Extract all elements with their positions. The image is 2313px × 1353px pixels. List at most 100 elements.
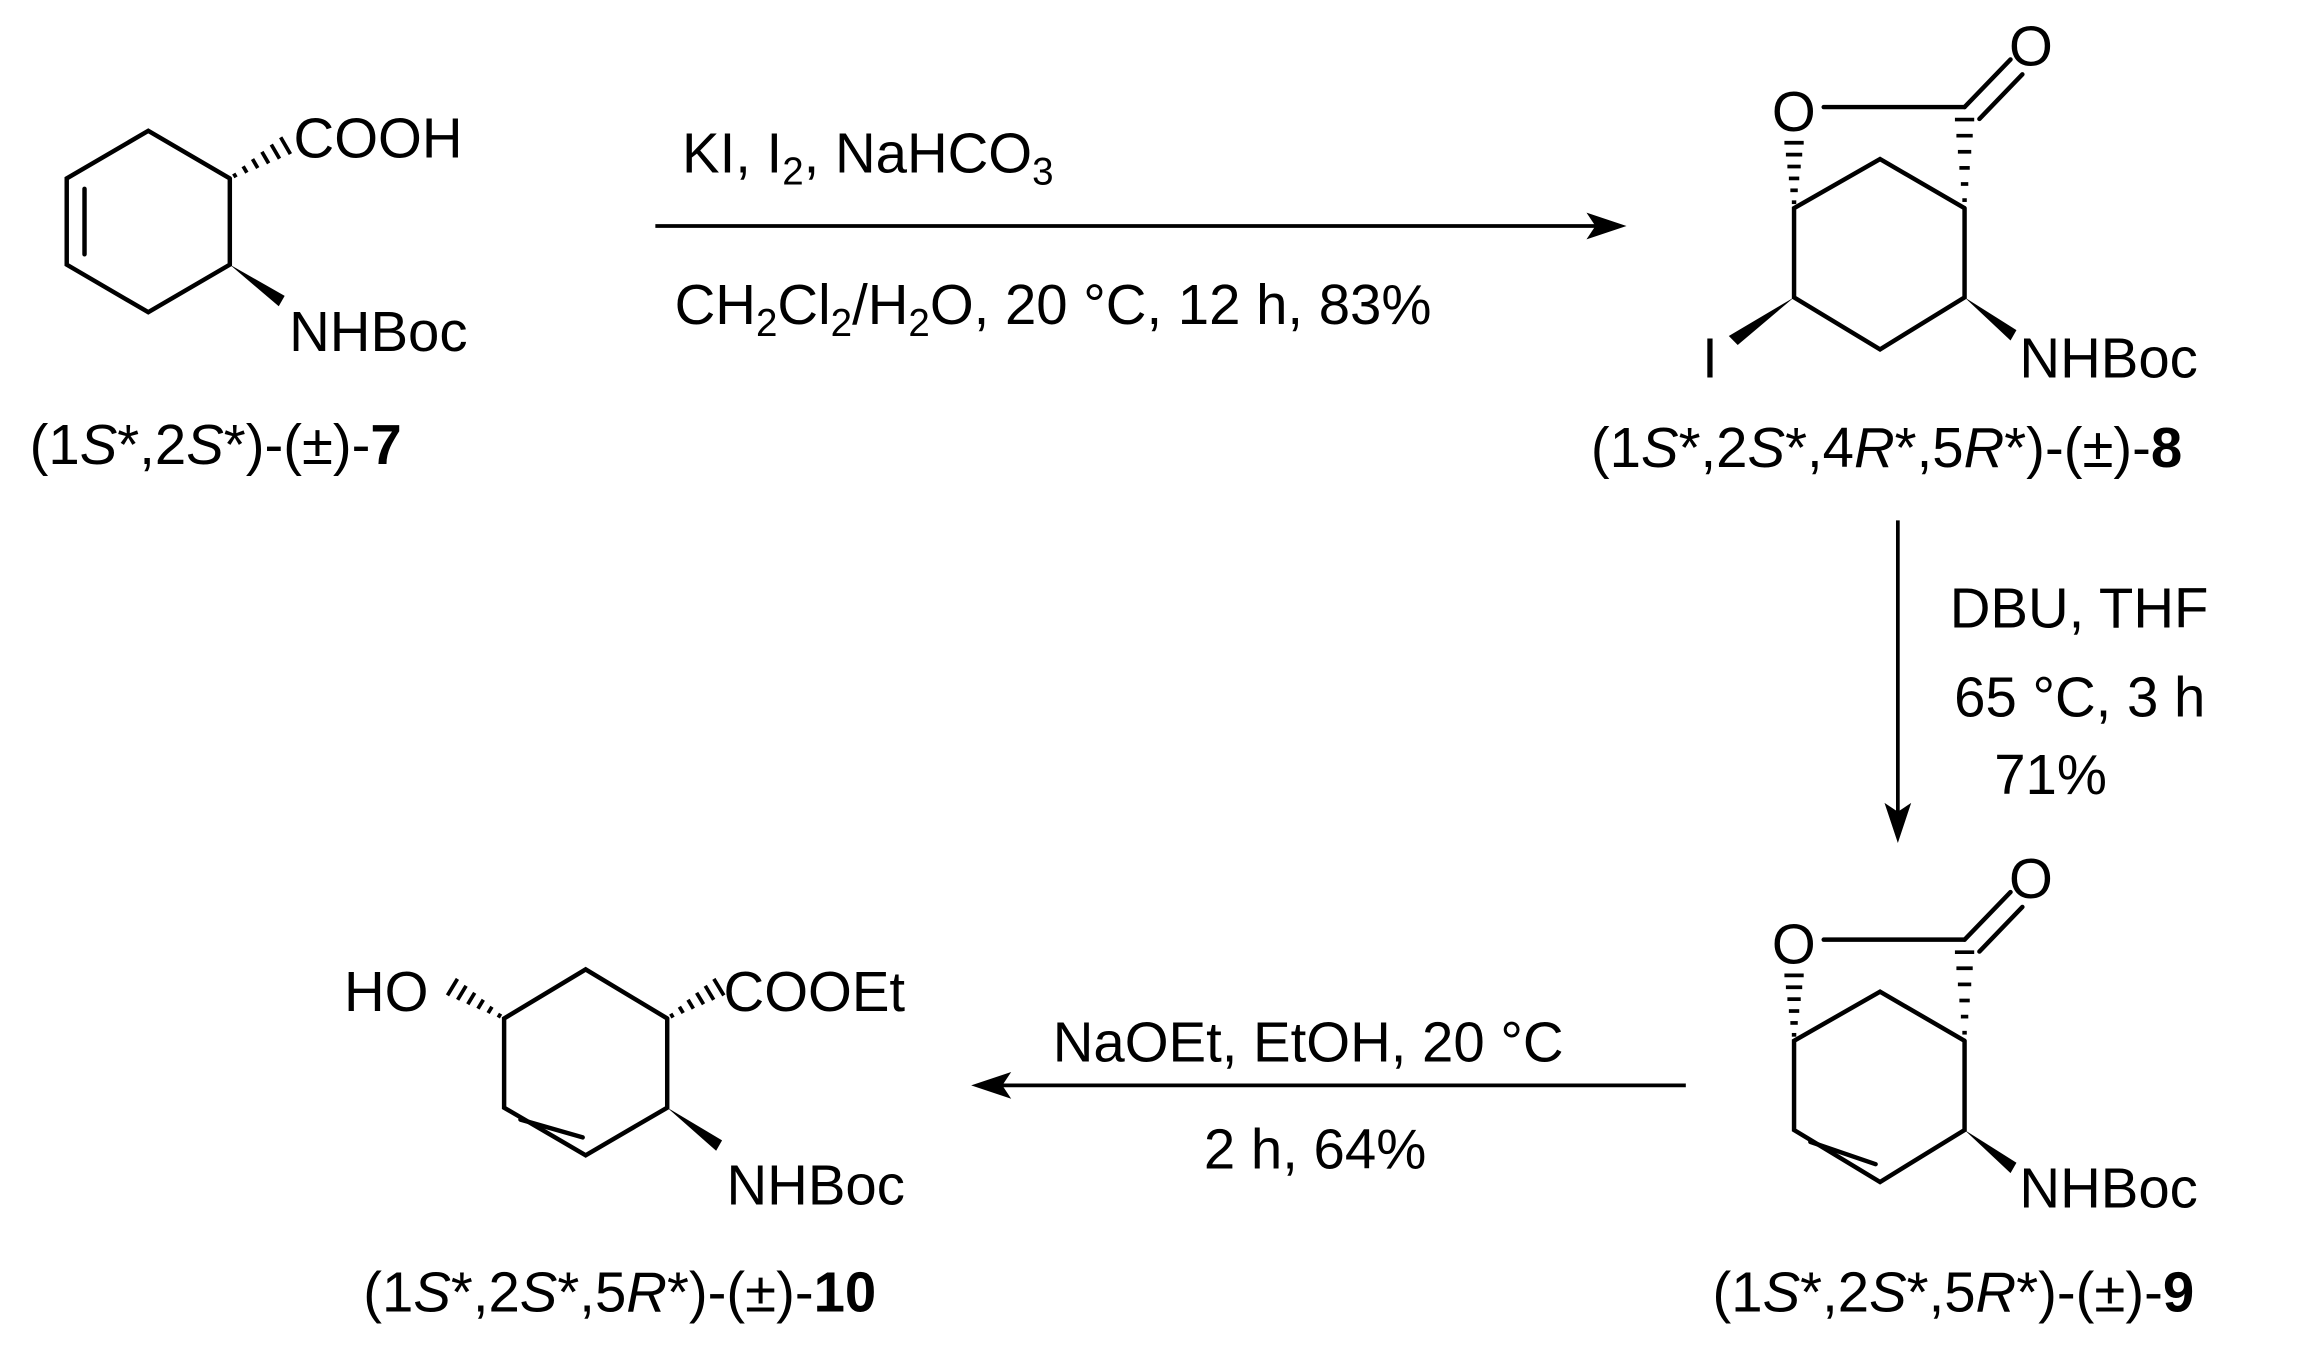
text-segment: 8 bbox=[2151, 416, 2182, 479]
cooet-group: COOEt bbox=[724, 960, 906, 1023]
hashed-bond-o bbox=[1784, 973, 1804, 1037]
text-segment: (1 bbox=[1713, 1260, 1763, 1323]
text-segment: S bbox=[80, 413, 118, 476]
compound-9: O O NHBoc (1S*,2S*,5R*)-(±)-9 bbox=[1713, 847, 2198, 1323]
hashed-bond-carbonyl bbox=[1954, 117, 1975, 202]
ring-bonds bbox=[64, 128, 233, 315]
hash-line bbox=[669, 1012, 675, 1019]
wedge-bond-nh bbox=[1964, 1129, 2017, 1174]
subscript: 2 bbox=[782, 150, 803, 193]
text-segment: KI, I bbox=[682, 121, 782, 184]
text-segment: /H bbox=[852, 273, 908, 336]
iodo-group: I bbox=[1702, 327, 1718, 390]
text-segment: S bbox=[186, 413, 224, 476]
carbonyl-bond-2 bbox=[1977, 72, 2025, 122]
text-segment: 9 bbox=[2163, 1260, 2194, 1323]
compound-7-label: (1S*,2S*)-(±)-7 bbox=[30, 413, 402, 476]
text-segment: 10 bbox=[814, 1260, 877, 1323]
hashed-bond bbox=[232, 136, 293, 179]
nhboc-group: NHBoc bbox=[289, 300, 467, 363]
hash-line bbox=[703, 984, 716, 1001]
text-segment: O, 20 °C, 12 h, 83% bbox=[930, 273, 1432, 336]
text-segment: R bbox=[1976, 1260, 2017, 1323]
step-1: KI, I2, NaHCO3 CH2Cl2/H2O, 20 °C, 12 h, … bbox=[655, 121, 1627, 345]
text-segment: S bbox=[1763, 1260, 1801, 1323]
carbonyl-oxygen: O bbox=[2009, 14, 2053, 77]
hash-line bbox=[445, 977, 460, 997]
hash-line bbox=[686, 998, 695, 1010]
text-segment: *,4 bbox=[1785, 416, 1854, 479]
compound-8: O O I NHBoc (1S*,2S*,4R*,5R*)-(±)-8 bbox=[1591, 14, 2198, 479]
carbonyl-bond bbox=[1962, 57, 2013, 110]
hashed-bond-ho bbox=[445, 977, 503, 1019]
hash-line bbox=[695, 991, 706, 1006]
hash-line bbox=[486, 1005, 494, 1015]
nhboc-group: NHBoc bbox=[2019, 327, 2197, 390]
hash-line bbox=[232, 172, 238, 179]
double-bond-inner bbox=[1808, 1139, 1878, 1167]
hash-line bbox=[456, 984, 468, 1001]
arrowhead bbox=[1586, 212, 1627, 240]
conditions-step-1: CH2Cl2/H2O, 20 °C, 12 h, 83% bbox=[675, 273, 1432, 345]
hash-line bbox=[260, 150, 271, 165]
text-segment: (1 bbox=[363, 1260, 413, 1323]
text-segment: *,2 bbox=[1800, 1260, 1869, 1323]
text-segment: R bbox=[1964, 416, 2005, 479]
carbonyl-bond-2 bbox=[1977, 904, 2025, 954]
step-2: DBU, THF 65 °C, 3 h 71% bbox=[1884, 520, 2209, 844]
hash-line bbox=[241, 165, 249, 174]
hash-line bbox=[466, 991, 477, 1006]
arrowhead bbox=[1884, 802, 1912, 844]
text-segment: 7 bbox=[370, 413, 401, 476]
subscript: 3 bbox=[1032, 150, 1053, 193]
ring-oxygen: O bbox=[1772, 912, 1816, 975]
text-segment: S bbox=[1869, 1260, 1907, 1323]
text-segment: *)-(±)- bbox=[2016, 1260, 2163, 1323]
text-segment: *,2 bbox=[451, 1260, 520, 1323]
text-segment: (1 bbox=[1591, 416, 1641, 479]
text-segment: *,5 bbox=[557, 1260, 626, 1323]
ho-group: HO bbox=[344, 960, 428, 1023]
text-segment: S bbox=[413, 1260, 451, 1323]
hash-line bbox=[476, 998, 485, 1010]
hash-line bbox=[677, 1005, 685, 1015]
compound-8-label: (1S*,2S*,4R*,5R*)-(±)-8 bbox=[1591, 416, 2182, 479]
hashed-bond-cooet bbox=[669, 977, 726, 1019]
text-segment: *)-(±)- bbox=[2004, 416, 2151, 479]
double-bond-inner bbox=[518, 1117, 585, 1140]
hash-line bbox=[496, 1012, 503, 1019]
ring-bonds bbox=[1791, 989, 1967, 1185]
wedge-bond-nh bbox=[667, 1107, 723, 1151]
wedge-bond bbox=[229, 264, 285, 307]
carbonyl-oxygen: O bbox=[2009, 847, 2053, 910]
conditions-step-3: 2 h, 64% bbox=[1204, 1118, 1426, 1181]
nhboc-group: NHBoc bbox=[2019, 1156, 2197, 1219]
text-segment: R bbox=[1854, 416, 1895, 479]
hash-line bbox=[250, 158, 260, 169]
text-segment: S bbox=[1747, 416, 1785, 479]
compound-7: COOH NHBoc (1S*,2S*)-(±)-7 bbox=[30, 107, 468, 476]
nhboc-group: NHBoc bbox=[727, 1153, 905, 1216]
text-segment: R bbox=[626, 1260, 667, 1323]
text-segment: , NaHCO bbox=[804, 121, 1032, 184]
compound-10-label: (1S*,2S*,5R*)-(±)-10 bbox=[363, 1260, 876, 1323]
subscript: 2 bbox=[756, 302, 777, 345]
carbonyl-bond bbox=[1962, 889, 2013, 942]
step-3: NaOEt, EtOH, 20 °C 2 h, 64% bbox=[971, 1011, 1686, 1181]
text-segment: Cl bbox=[777, 273, 830, 336]
ring-oxygen: O bbox=[1772, 80, 1816, 143]
wedge-bond-i bbox=[1728, 297, 1795, 345]
reagents-step-3: NaOEt, EtOH, 20 °C bbox=[1053, 1011, 1564, 1074]
hash-line bbox=[712, 977, 726, 997]
text-segment: CH bbox=[675, 273, 756, 336]
text-segment: S bbox=[520, 1260, 558, 1323]
wedge-bond-nh bbox=[1964, 297, 2017, 341]
reagents-step-1: KI, I2, NaHCO3 bbox=[682, 121, 1054, 193]
text-segment: *,5 bbox=[1895, 416, 1964, 479]
text-segment: *)-(±)- bbox=[224, 413, 371, 476]
text-segment: (1 bbox=[30, 413, 80, 476]
text-segment: *,2 bbox=[117, 413, 186, 476]
reagents-step-2: DBU, THF bbox=[1950, 576, 2209, 639]
subscript: 2 bbox=[831, 302, 852, 345]
